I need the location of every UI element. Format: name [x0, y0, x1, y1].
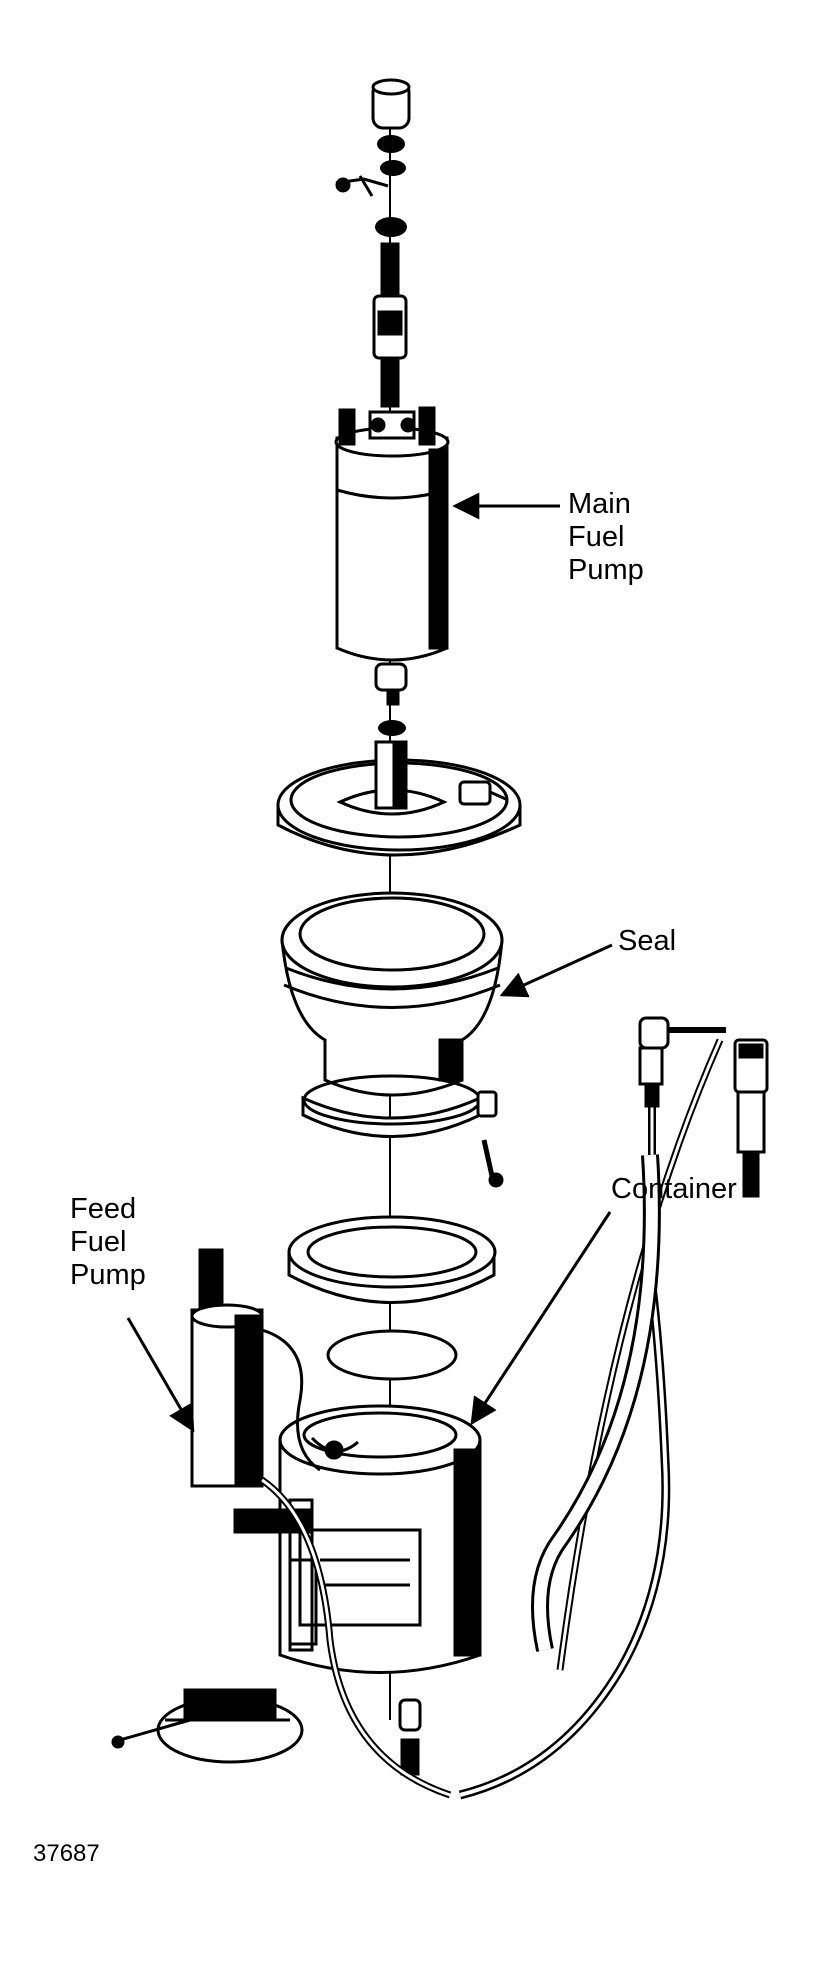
arrow-feed-fuel-pump	[126, 1317, 195, 1433]
label-container: Container	[611, 1173, 737, 1205]
rubber-hose	[531, 1154, 661, 1652]
seal	[280, 891, 504, 1188]
o-ring-5	[378, 720, 406, 736]
top-flange	[276, 740, 522, 857]
label-feed-fuel-pump: Feed Fuel Pump	[70, 1193, 146, 1291]
label-main-fuel-pump: Main Fuel Pump	[568, 488, 644, 586]
wire-connector	[733, 1038, 769, 1198]
return-line-fitting	[638, 1016, 726, 1108]
main-fuel-pump	[334, 406, 450, 706]
label-seal: Seal	[618, 925, 677, 957]
feed-fuel-pump	[111, 1248, 321, 1764]
figure-number: 37687	[33, 1840, 100, 1867]
arrow-seal	[499, 943, 613, 998]
arrow-container	[470, 1211, 612, 1426]
top-cap	[371, 78, 411, 130]
o-ring-3	[375, 217, 407, 237]
check-valve	[372, 242, 408, 408]
o-ring-1	[377, 135, 405, 153]
o-ring-large	[326, 1329, 458, 1381]
o-ring-2	[380, 160, 406, 176]
hoses-and-wiring	[259, 1038, 724, 1800]
gasket-ring	[287, 1215, 497, 1304]
connector-clip	[335, 175, 389, 197]
